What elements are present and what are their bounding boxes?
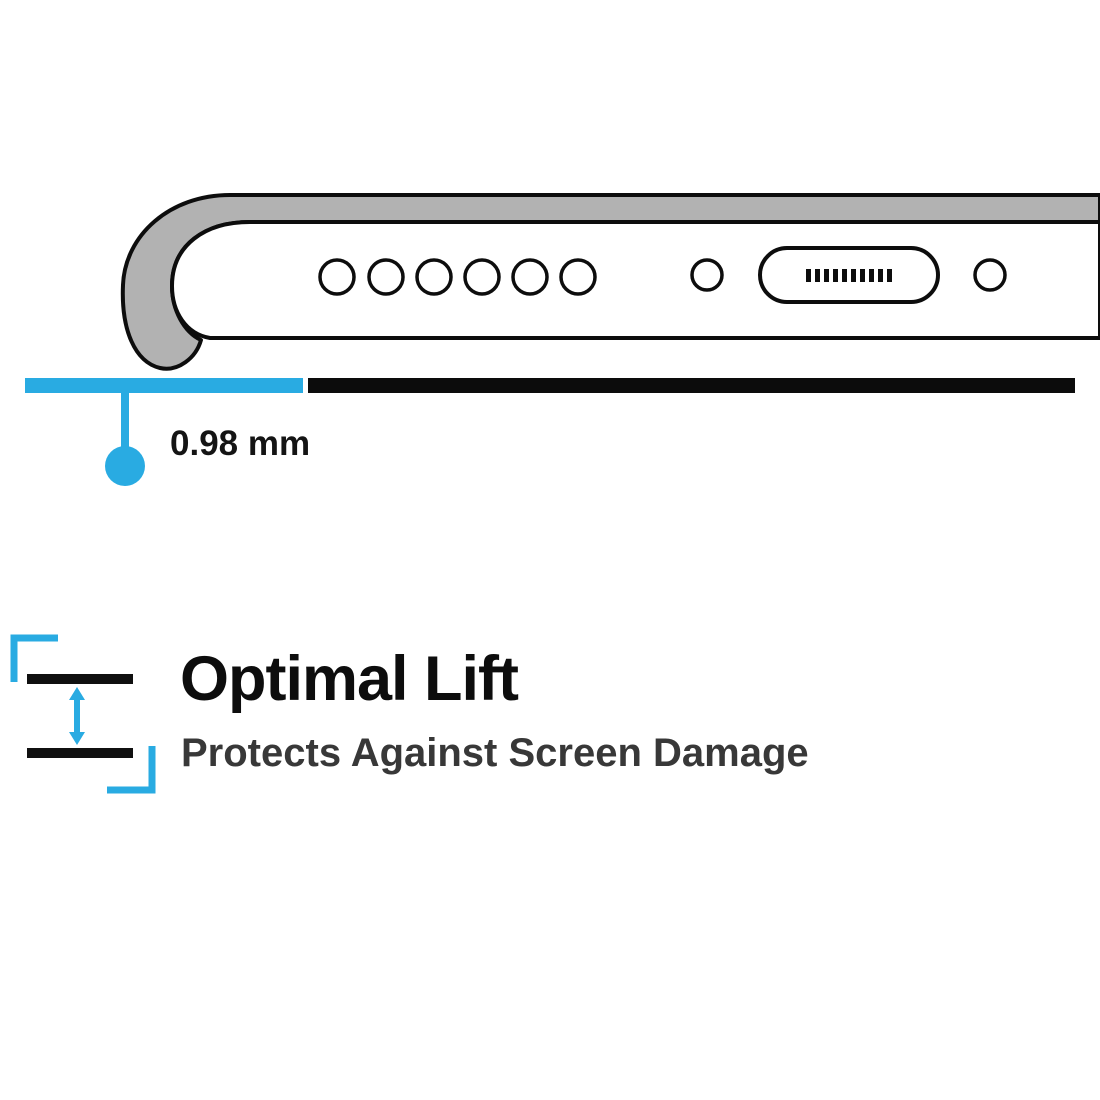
upper-surface-line	[27, 674, 133, 684]
speaker-hole	[318, 258, 356, 296]
charging-port-pins	[806, 269, 892, 282]
measure-pointer-dot	[105, 446, 145, 486]
baseline-bar-black	[308, 378, 1075, 393]
speaker-holes	[318, 258, 597, 296]
feature-subtitle: Protects Against Screen Damage	[181, 731, 809, 775]
speaker-hole	[511, 258, 549, 296]
phone-body	[170, 220, 1100, 340]
speaker-hole	[559, 258, 597, 296]
up-down-arrow-icon	[69, 687, 85, 745]
lift-measure-bar-cyan	[25, 378, 303, 393]
measurement-value: 0.98 mm	[170, 424, 311, 463]
lower-surface-line	[27, 748, 133, 758]
measure-pointer-line	[121, 391, 129, 453]
phone-case-cross-section-illustration	[120, 193, 1100, 371]
mic-hole	[690, 258, 724, 292]
speaker-hole	[367, 258, 405, 296]
speaker-hole	[415, 258, 453, 296]
bracket-bottom-right-icon	[107, 746, 156, 794]
optimal-lift-icon	[10, 634, 156, 794]
feature-title: Optimal Lift	[180, 644, 519, 714]
bracket-top-left-icon	[10, 634, 58, 682]
speaker-hole	[463, 258, 501, 296]
charging-port	[758, 246, 940, 304]
screw-hole	[973, 258, 1007, 292]
